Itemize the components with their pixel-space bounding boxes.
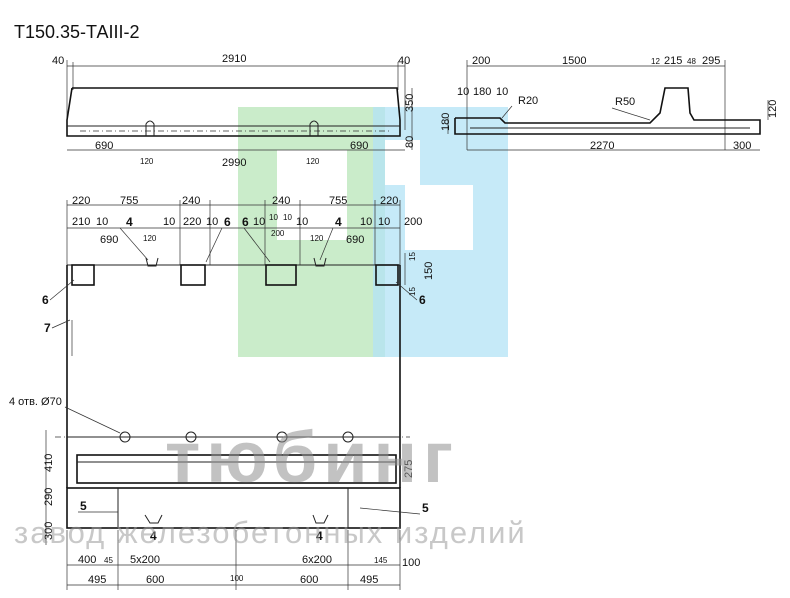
hole-4 (342, 431, 354, 443)
watermark-tagline: завод железобетонных изделий (14, 515, 527, 550)
plan-dim-240-right: 240 (272, 195, 290, 207)
mark-6-top-b: 6 (242, 215, 249, 229)
sec-dim-295: 295 (702, 55, 720, 67)
sec-radius-r20: R20 (518, 95, 538, 107)
elev-dim-120-left: 120 (140, 157, 154, 166)
elevation-view: 40 2910 40 690 120 2990 120 690 350 80 (52, 53, 416, 169)
plan-dim-10-f: 10 (360, 216, 372, 228)
plan-dim-120-right: 120 (310, 234, 324, 243)
plan-dim-400: 400 (78, 554, 96, 566)
elev-dim-2990: 2990 (222, 157, 246, 169)
elev-dim-350: 350 (404, 94, 416, 112)
plan-dim-210: 210 (72, 216, 90, 228)
plan-dim-300: 300 (43, 522, 55, 540)
watermark-brand: тюбинг (165, 418, 459, 498)
plan-dim-10-b: 10 (163, 216, 175, 228)
holes-label: 4 отв. Ø70 (9, 396, 62, 408)
plan-inner-10b: 10 (283, 213, 292, 222)
plan-dim-10-a: 10 (96, 216, 108, 228)
watermark-logo (238, 107, 508, 357)
plan-dim-690-left: 690 (100, 234, 118, 246)
elev-dim-right-40: 40 (398, 55, 410, 67)
plan-dim-220-left: 220 (72, 195, 90, 207)
sec-dim-2270: 2270 (590, 140, 614, 152)
plan-dim-240-left: 240 (182, 195, 200, 207)
sec-sub-10a: 10 (457, 86, 469, 98)
sec-dim-12: 12 (651, 57, 660, 66)
elev-dim-120-right: 120 (306, 157, 320, 166)
plan-dim-15-top: 15 (408, 252, 417, 261)
pocket-4 (375, 264, 399, 286)
hole-3 (276, 431, 288, 443)
plan-dim-220-right: 220 (380, 195, 398, 207)
plan-dim-10-e: 10 (296, 216, 308, 228)
plan-view: 220 755 240 240 755 220 210 10 10 220 10… (9, 195, 435, 590)
plan-dim-5x200: 5x200 (130, 554, 160, 566)
hole-1 (119, 431, 131, 443)
mark-4-bottom-left: 4 (150, 529, 157, 543)
sec-dim-48: 48 (687, 57, 696, 66)
mark-6-left: 6 (42, 293, 49, 307)
plan-inner-10a: 10 (269, 213, 278, 222)
plan-dim-275: 275 (403, 460, 415, 478)
sec-radius-r50: R50 (615, 96, 635, 108)
mark-5-right: 5 (422, 501, 429, 515)
elev-dim-2910: 2910 (222, 53, 246, 65)
sec-dim-1500: 1500 (562, 55, 586, 67)
plan-dim-6x200: 6x200 (302, 554, 332, 566)
plan-dim-10-d: 10 (253, 216, 265, 228)
elev-dim-690-right: 690 (350, 140, 368, 152)
plan-dim-100-mid: 100 (230, 574, 244, 583)
sec-dim-200: 200 (472, 55, 490, 67)
plan-dim-755-left: 755 (120, 195, 138, 207)
elev-dim-left-40: 40 (52, 55, 64, 67)
plan-dim-410: 410 (43, 454, 55, 472)
plan-dim-600-right: 600 (300, 574, 318, 586)
sec-dim-180: 180 (440, 113, 452, 131)
drawing-title: Т150.35-ТАIII-2 (14, 22, 139, 42)
mark-6-top-a: 6 (224, 215, 231, 229)
elev-dim-80: 80 (404, 136, 416, 148)
plan-dim-145: 145 (374, 556, 388, 565)
mark-6-right: 6 (419, 293, 426, 307)
pocket-1 (71, 264, 95, 286)
elev-dim-690-left: 690 (95, 140, 113, 152)
pocket-3 (265, 264, 297, 286)
plan-dim-220: 220 (183, 216, 201, 228)
mark-4-top-right: 4 (335, 215, 342, 229)
plan-dim-15-bottom: 15 (408, 287, 417, 296)
hole-2 (185, 431, 197, 443)
plan-dim-690-right: 690 (346, 234, 364, 246)
plan-base (66, 487, 401, 529)
sec-dim-215: 215 (664, 55, 682, 67)
mark-7-left: 7 (44, 321, 51, 335)
sec-sub-180: 180 (473, 86, 491, 98)
sec-dim-120: 120 (767, 100, 779, 118)
plan-dim-200: 200 (404, 216, 422, 228)
plan-dim-495-left: 495 (88, 574, 106, 586)
sec-dim-300: 300 (733, 140, 751, 152)
plan-dim-120-left: 120 (143, 234, 157, 243)
plan-dim-600-left: 600 (146, 574, 164, 586)
plan-dim-755-right: 755 (329, 195, 347, 207)
plan-dim-290: 290 (43, 488, 55, 506)
mark-4-top-left: 4 (126, 215, 133, 229)
mark-4-bottom-right: 4 (316, 529, 323, 543)
section-view: 200 1500 12 215 48 295 10 180 10 R20 R50… (440, 55, 779, 152)
plan-inner-200: 200 (271, 229, 285, 238)
plan-dim-45: 45 (104, 556, 113, 565)
plan-dim-10-g: 10 (378, 216, 390, 228)
plan-dim-100-right: 100 (402, 557, 420, 569)
plan-dim-10-c: 10 (206, 216, 218, 228)
mark-5-left: 5 (80, 499, 87, 513)
pocket-2 (180, 264, 206, 286)
plan-channel (76, 454, 397, 484)
plan-dim-150: 150 (423, 262, 435, 280)
sec-sub-10b: 10 (496, 86, 508, 98)
plan-dim-495-right: 495 (360, 574, 378, 586)
